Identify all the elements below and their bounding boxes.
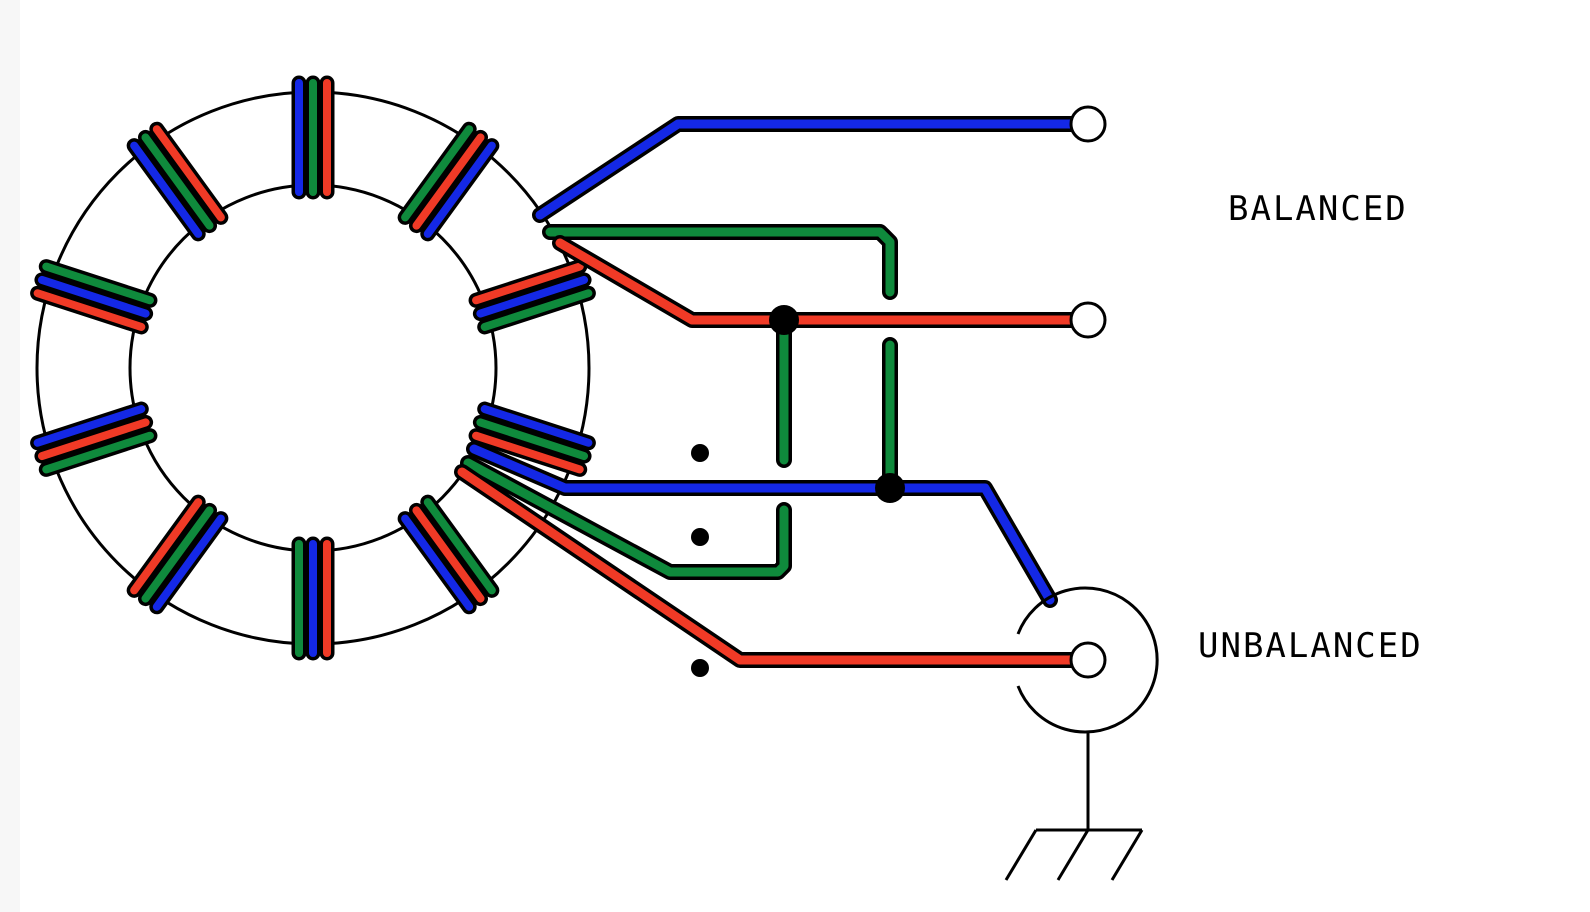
label-unbalanced: UNBALANCED — [1198, 626, 1423, 666]
winding-wire — [412, 133, 485, 230]
winding-wire — [476, 275, 589, 318]
winding-wire — [130, 141, 203, 238]
junction-dot-red — [769, 305, 799, 335]
winding-wire — [472, 262, 584, 305]
label-balanced: BALANCED — [1228, 189, 1408, 229]
winding-wire — [42, 262, 154, 305]
winding-wire — [152, 125, 225, 222]
winding-turn — [397, 121, 500, 242]
winding-turn — [30, 401, 158, 477]
winding-wire — [480, 289, 593, 331]
winding-wire — [37, 418, 150, 461]
winding-wire — [401, 125, 474, 222]
winding-wire — [141, 133, 214, 230]
terminal-balanced-bottom — [1069, 301, 1107, 339]
winding-wire — [130, 498, 203, 595]
winding-wire — [37, 275, 150, 318]
winding-turn — [291, 536, 335, 661]
winding-turn — [30, 259, 158, 335]
winding-turn — [468, 401, 596, 477]
trifilar-windings — [30, 75, 596, 661]
ground-symbol-icon — [1004, 732, 1144, 881]
balanced-terminals — [1069, 105, 1107, 339]
winding-wire — [401, 514, 474, 611]
junction-dot-blue — [875, 473, 905, 503]
winding-wire — [33, 405, 146, 447]
terminal-balanced-top — [1069, 105, 1107, 143]
winding-wire — [33, 289, 146, 331]
winding-wire — [476, 418, 589, 461]
winding-wire — [480, 405, 593, 447]
winding-turn — [126, 494, 229, 615]
toroid-core — [35, 90, 591, 646]
winding-wire — [423, 498, 496, 595]
winding-wire — [412, 506, 485, 603]
winding-wire — [42, 431, 154, 474]
phase-dots — [691, 444, 709, 677]
winding-turn — [397, 494, 500, 615]
phase-dot-2 — [691, 528, 709, 546]
winding-turn — [291, 75, 335, 200]
junction-dots — [769, 305, 905, 503]
coax-connector-icon — [1016, 586, 1159, 734]
winding-leads — [454, 116, 1092, 668]
winding-wire — [472, 431, 584, 474]
winding-turn — [468, 259, 596, 335]
winding-wire — [423, 141, 496, 238]
terminal-unbalanced — [1069, 641, 1107, 679]
phase-dot-1 — [691, 444, 709, 462]
winding-wire — [141, 506, 214, 603]
winding-turn — [126, 121, 229, 242]
winding-wire — [152, 514, 225, 611]
phase-dot-3 — [691, 659, 709, 677]
